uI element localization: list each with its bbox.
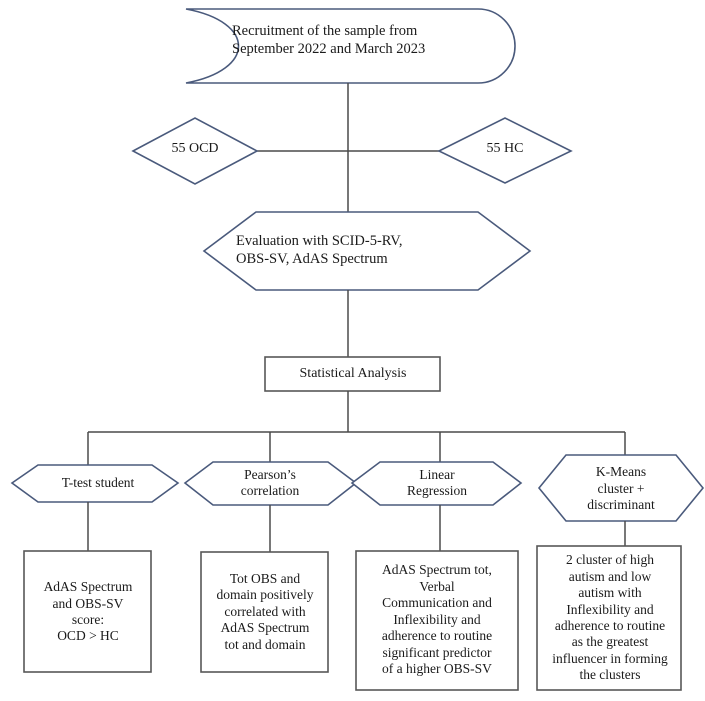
method-pearson-shape	[183, 461, 358, 506]
group-ocd-shape	[131, 117, 259, 185]
method-ttest-shape	[10, 464, 180, 503]
method-regression-shape	[350, 461, 523, 506]
result-kmeans-shape	[536, 545, 682, 691]
result-ttest-shape	[23, 550, 152, 673]
group-hc-shape	[437, 117, 573, 184]
recruitment-shape	[185, 8, 516, 84]
evaluation-shape	[202, 211, 532, 291]
result-regression-shape	[355, 550, 519, 691]
result-pearson-shape	[200, 551, 329, 673]
statistical-analysis-shape	[264, 356, 441, 392]
method-kmeans-shape	[537, 454, 705, 522]
